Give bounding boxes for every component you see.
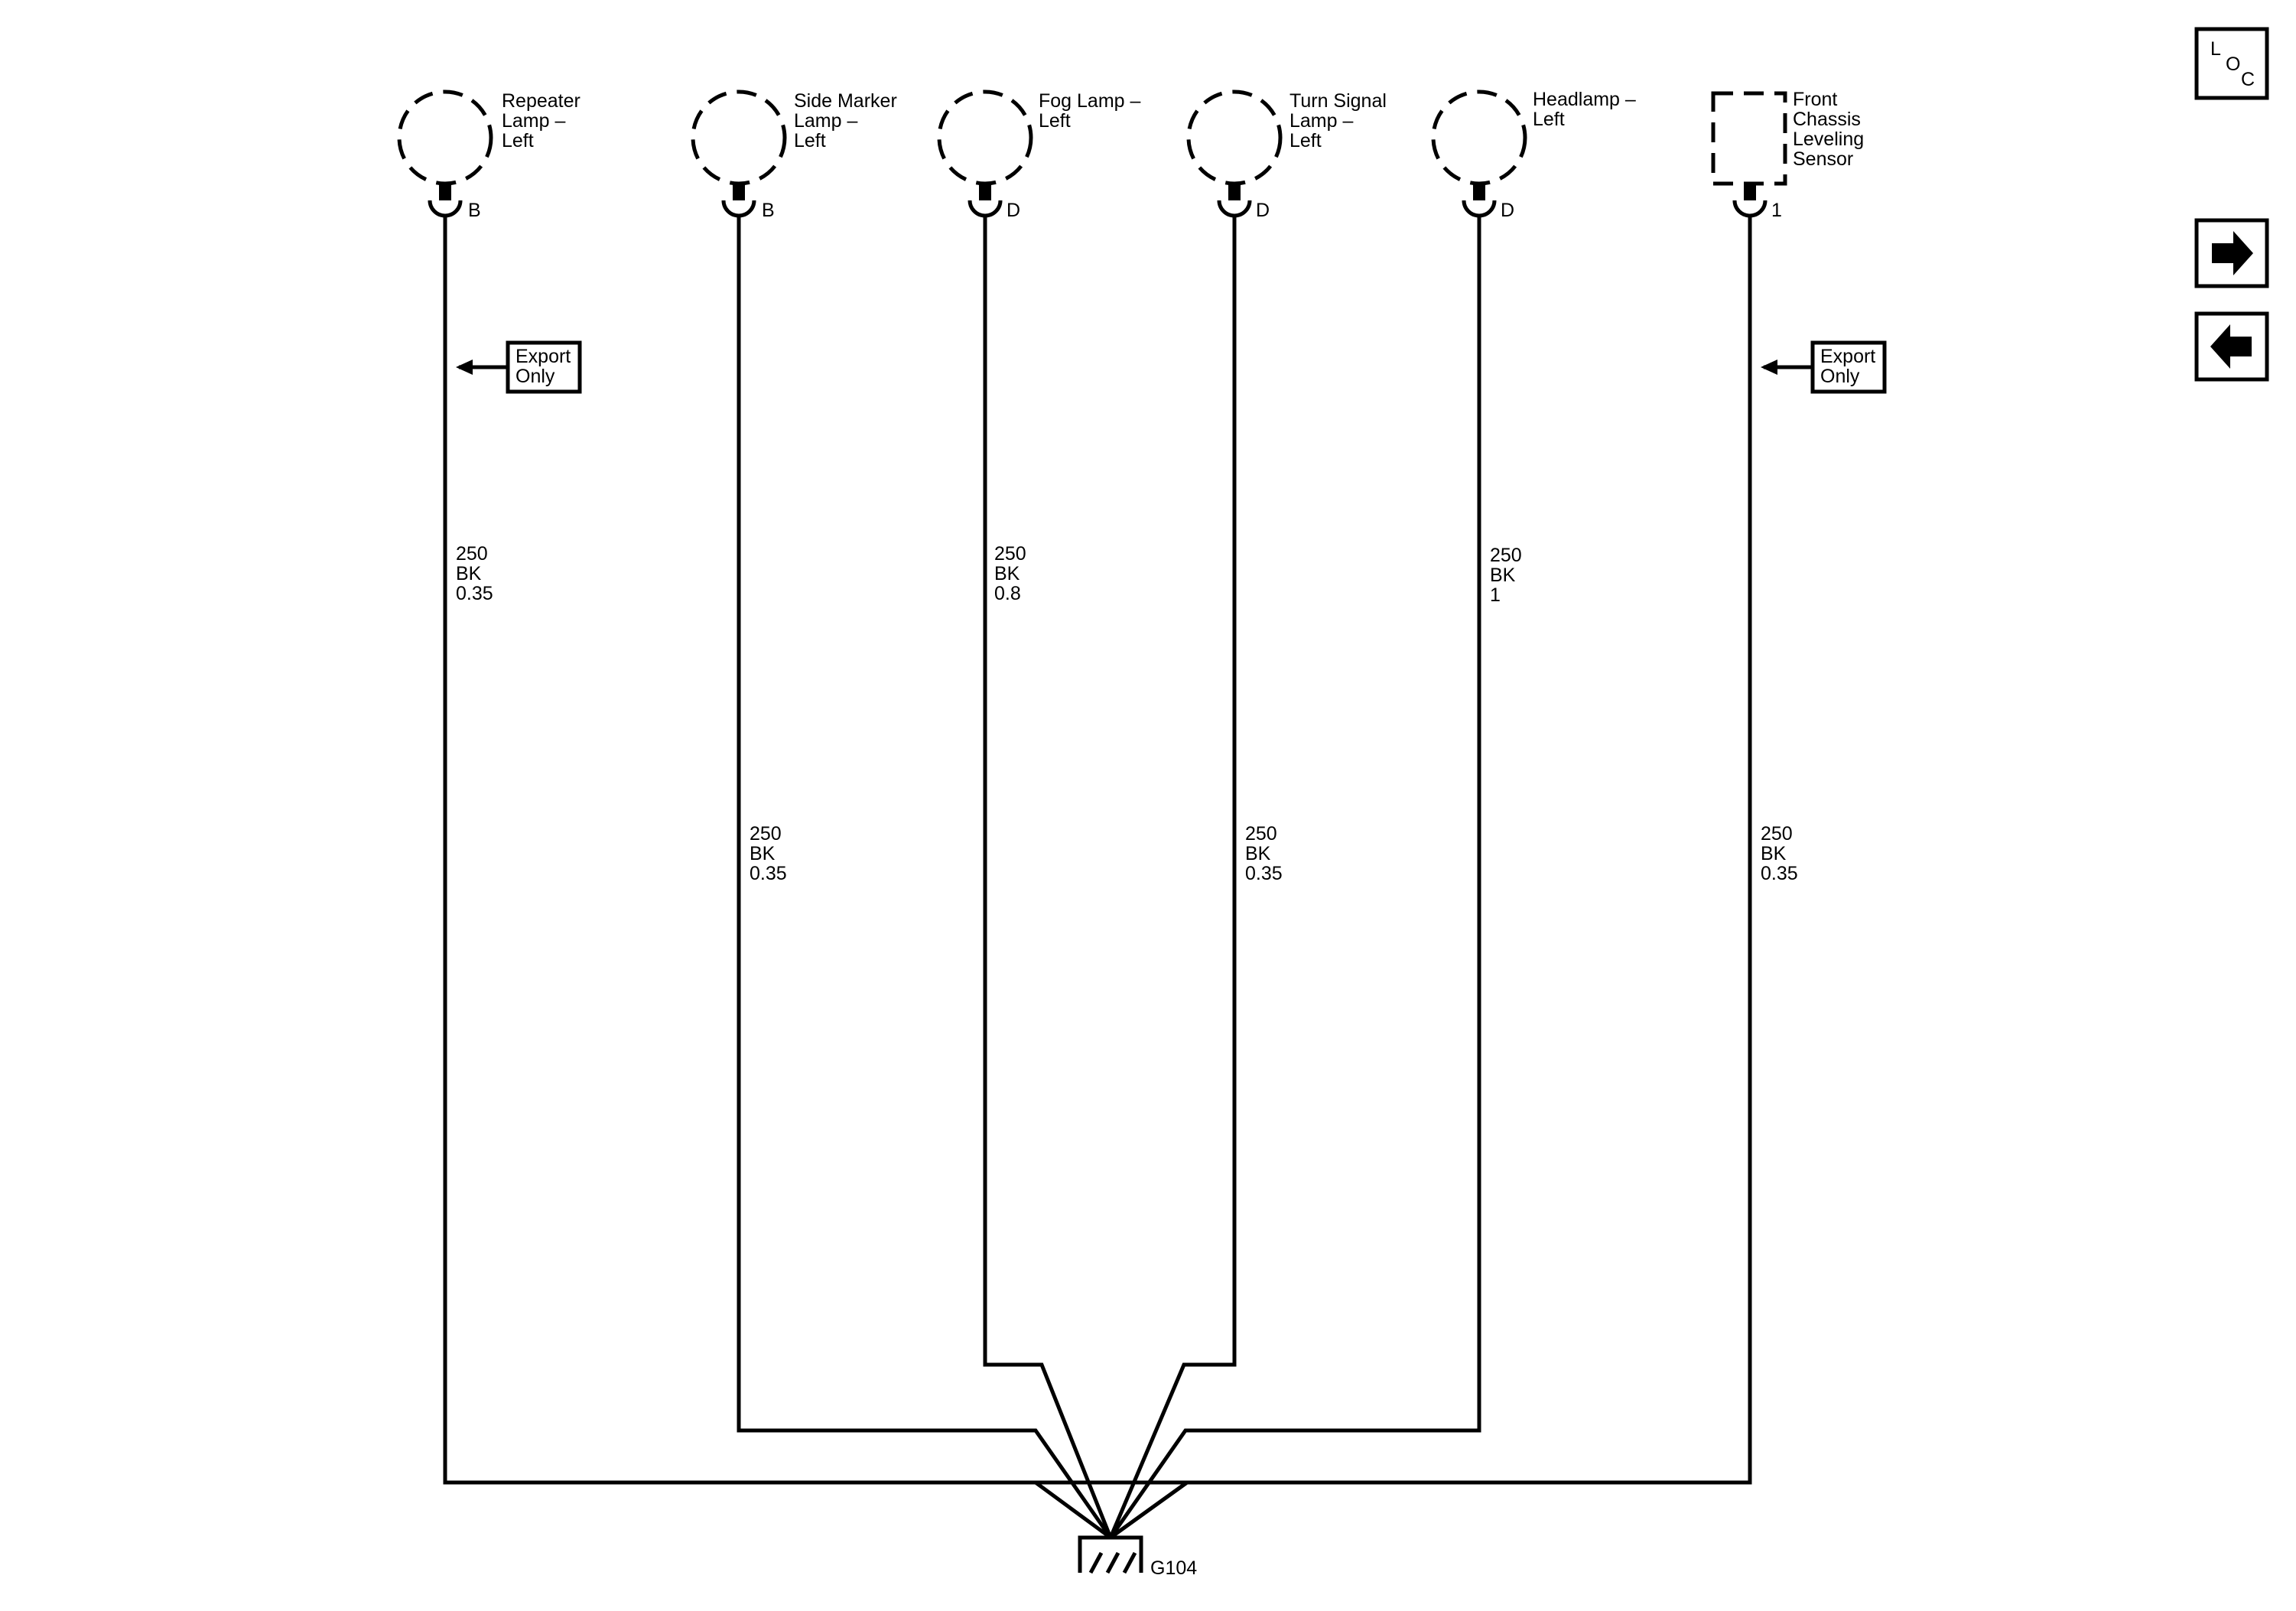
export-label-line-2: Only [515, 366, 555, 387]
leveling-sensor-symbol [1711, 91, 1787, 186]
loc-letter-l: L [2210, 38, 2221, 60]
wire-color: BK [456, 563, 482, 584]
connector-icon [968, 200, 1003, 218]
side-marker-name-line-2: Lamp – [794, 110, 857, 132]
export-label-line-1: Export [515, 346, 571, 367]
export-only-callout-leveling-sensor: Export Only [1761, 340, 1887, 394]
repeater-name-line-3: Left [502, 130, 534, 151]
wire-turn-signal-to-ground [1108, 216, 1237, 1538]
turn-signal-name-line-3: Left [1289, 130, 1322, 151]
repeater-lamp-symbol [397, 90, 493, 186]
repeater-pin: B [468, 200, 481, 221]
wire-label-fog-lamp: 250 BK 0.8 [994, 543, 1026, 604]
arrow-left-icon [2210, 324, 2252, 369]
loc-letter-c: C [2241, 69, 2255, 90]
wire-label-headlamp: 250 BK 1 [1490, 545, 1522, 606]
repeater-name-line-1: Repeater [502, 90, 581, 112]
component-turn-signal-lamp-left: Turn Signal Lamp – Left D [1186, 90, 1387, 221]
headlamp-symbol [1431, 90, 1527, 186]
wire-size: 0.35 [456, 583, 493, 604]
connector-icon [1462, 200, 1497, 218]
arrow-right-icon [2212, 231, 2253, 275]
wire-fog-lamp-to-ground [983, 216, 1113, 1538]
connector-icon [1217, 200, 1252, 218]
connector-icon [721, 200, 756, 218]
fog-lamp-name-line-2: Left [1039, 110, 1071, 132]
wire-side-marker-to-ground [737, 216, 1113, 1539]
next-page-button[interactable] [2194, 218, 2269, 288]
headlamp-name-line-1: Headlamp – [1533, 89, 1636, 110]
wire-label-side-marker: 250 BK 0.35 [750, 823, 787, 884]
export-label-line-1: Export [1820, 346, 1875, 367]
leveling-sensor-name-line-2: Chassis [1793, 109, 1861, 130]
wire-label-repeater: 250 BK 0.35 [456, 543, 493, 604]
wire-color: BK [1761, 843, 1787, 864]
wire-size: 0.35 [1245, 863, 1283, 884]
turn-signal-lamp-symbol [1186, 90, 1283, 186]
wire-headlamp-to-ground [1108, 216, 1481, 1539]
ground-g104: G104 [1078, 1535, 1197, 1579]
turn-signal-pin: D [1256, 200, 1270, 221]
component-front-chassis-leveling-sensor: Front Chassis Leveling Sensor 1 [1711, 89, 1864, 221]
headlamp-name-line-2: Left [1533, 109, 1565, 130]
wire-circuit: 250 [1761, 823, 1793, 845]
side-marker-pin: B [762, 200, 775, 221]
wire-repeater-to-ground [443, 216, 1193, 1540]
leveling-sensor-name-line-3: Leveling [1793, 129, 1864, 150]
previous-page-button[interactable] [2194, 311, 2269, 382]
side-marker-name-line-1: Side Marker [794, 90, 897, 112]
arrow-left-icon [456, 360, 473, 375]
wire-circuit: 250 [750, 823, 782, 845]
fog-lamp-name-line-1: Fog Lamp – [1039, 90, 1141, 112]
wire-splice-left [445, 1480, 1112, 1540]
component-fog-lamp-left: Fog Lamp – Left D [937, 90, 1141, 221]
connector-icon [428, 200, 463, 218]
wire-color: BK [750, 843, 776, 864]
turn-signal-name-line-1: Turn Signal [1289, 90, 1387, 112]
headlamp-pin: D [1501, 200, 1514, 221]
repeater-name-line-2: Lamp – [502, 110, 565, 132]
wire-circuit: 250 [456, 543, 488, 565]
fog-lamp-symbol [937, 90, 1033, 186]
export-only-callout-repeater: Export Only [456, 340, 582, 394]
export-label-line-2: Only [1820, 366, 1860, 387]
wire-label-leveling-sensor: 250 BK 0.35 [1761, 823, 1798, 884]
wire-size: 0.35 [1761, 863, 1798, 884]
wire-label-turn-signal: 250 BK 0.35 [1245, 823, 1283, 884]
component-headlamp-left: Headlamp – Left D [1431, 89, 1636, 221]
fog-lamp-pin: D [1007, 200, 1020, 221]
loc-letter-o: O [2226, 54, 2240, 75]
wire-color: BK [1245, 843, 1271, 864]
ground-label: G104 [1150, 1557, 1197, 1579]
wire-size: 0.8 [994, 583, 1021, 604]
side-marker-lamp-symbol [691, 90, 787, 186]
component-repeater-lamp-left: Repeater Lamp – Left B [397, 90, 581, 221]
ground-icon [1078, 1535, 1143, 1573]
wire-color: BK [1490, 565, 1516, 586]
wire-circuit: 250 [1490, 545, 1522, 566]
leveling-sensor-name-line-1: Front [1793, 89, 1837, 110]
wire-size: 1 [1490, 584, 1501, 606]
side-marker-name-line-3: Left [794, 130, 826, 151]
connector-icon [1732, 200, 1768, 218]
wire-color: BK [994, 563, 1020, 584]
arrow-left-icon [1761, 360, 1777, 375]
component-side-marker-lamp-left: Side Marker Lamp – Left B [691, 90, 897, 221]
wire-leveling-sensor-to-ground [1109, 216, 1752, 1540]
leveling-sensor-pin: 1 [1771, 200, 1782, 221]
leveling-sensor-name-line-4: Sensor [1793, 148, 1853, 170]
turn-signal-name-line-2: Lamp – [1289, 110, 1353, 132]
wire-circuit: 250 [1245, 823, 1277, 845]
loc-button[interactable]: L O C [2194, 27, 2269, 100]
wire-circuit: 250 [994, 543, 1026, 565]
wire-size: 0.35 [750, 863, 787, 884]
